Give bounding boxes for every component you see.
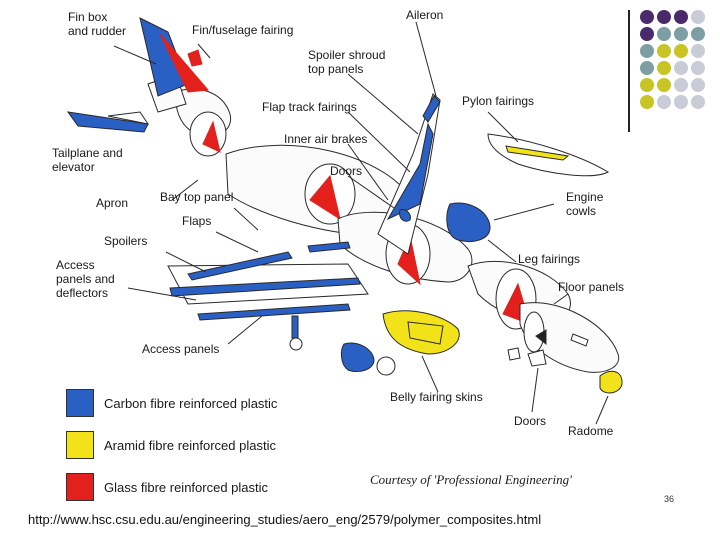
decorative-dot — [691, 44, 705, 58]
decorative-dot — [674, 78, 688, 92]
decorative-dot — [640, 78, 654, 92]
label-inner-air-brakes: Inner air brakes — [284, 132, 368, 146]
decorative-dot — [657, 27, 671, 41]
legend-item-carbon: Carbon fibre reinforced plastic — [66, 388, 277, 418]
label-fin-box-and-rudder: Fin box and rudder — [68, 10, 127, 38]
legend-swatch-aramid — [66, 431, 94, 459]
slide-number: 36 — [664, 494, 675, 504]
label-doors-lower: Doors — [514, 414, 547, 428]
decorative-dot — [674, 10, 688, 24]
label-doors-upper: Doors — [330, 164, 363, 178]
legend-swatch-glass — [66, 473, 94, 501]
label-access-panels: Access panels — [142, 342, 220, 356]
decorative-dot — [657, 10, 671, 24]
legend-label-glass: Glass fibre reinforced plastic — [104, 479, 269, 495]
decorative-dot — [691, 61, 705, 75]
decorative-dot — [640, 61, 654, 75]
label-apron: Apron — [96, 196, 129, 210]
decorative-dot — [657, 78, 671, 92]
decorative-dot — [674, 61, 688, 75]
label-fin-fuselage-fairing: Fin/fuselage fairing — [192, 23, 294, 37]
aircraft-illustration — [66, 17, 623, 425]
legend-item-glass: Glass fibre reinforced plastic — [66, 472, 268, 502]
legend-label-carbon: Carbon fibre reinforced plastic — [104, 395, 278, 411]
label-radome: Radome — [568, 424, 614, 438]
label-engine-cowls: Engine cowls — [566, 190, 604, 218]
decorative-dot — [674, 95, 688, 109]
decorative-dot — [657, 61, 671, 75]
label-spoiler-shroud-top-panels: Spoiler shroud top panels — [308, 48, 386, 76]
decorative-dot — [691, 95, 705, 109]
decorative-dot — [691, 78, 705, 92]
decorative-dot — [691, 27, 705, 41]
label-belly-fairing-skins: Belly fairing skins — [390, 390, 483, 404]
decorative-dot — [657, 95, 671, 109]
title-divider — [628, 10, 630, 132]
label-tailplane-and-elevator: Tailplane and elevator — [52, 146, 123, 174]
decorative-dot — [640, 44, 654, 58]
label-pylon-fairings: Pylon fairings — [462, 94, 535, 108]
decorative-dot — [674, 27, 688, 41]
source-url: http://www.hsc.csu.edu.au/engineering_st… — [28, 512, 542, 527]
decorative-dot — [640, 95, 654, 109]
label-aileron: Aileron — [406, 8, 444, 22]
legend-item-aramid: Aramid fibre reinforced plastic — [66, 430, 276, 460]
decorative-dot — [640, 27, 654, 41]
decorative-dot — [691, 10, 705, 24]
aircraft-exploded-diagram: Fin box and rudder Fin/fuselage fairing … — [48, 4, 628, 506]
label-leg-fairings: Leg fairings — [518, 252, 581, 266]
label-flaps: Flaps — [182, 214, 212, 228]
label-bay-top-panel: Bay top panel — [160, 190, 234, 204]
legend-swatch-carbon — [66, 389, 94, 417]
courtesy-credit: Courtesy of 'Professional Engineering' — [370, 472, 572, 487]
legend-label-aramid: Aramid fibre reinforced plastic — [104, 437, 276, 453]
label-flap-track-fairings: Flap track fairings — [262, 100, 357, 114]
label-access-panels-and-deflectors: Access panels and deflectors — [56, 258, 115, 300]
decorative-dot — [674, 44, 688, 58]
label-spoilers: Spoilers — [104, 234, 148, 248]
decorative-dot-grid — [640, 10, 718, 120]
label-floor-panels: Floor panels — [558, 280, 625, 294]
decorative-dot — [640, 10, 654, 24]
decorative-dot — [657, 44, 671, 58]
